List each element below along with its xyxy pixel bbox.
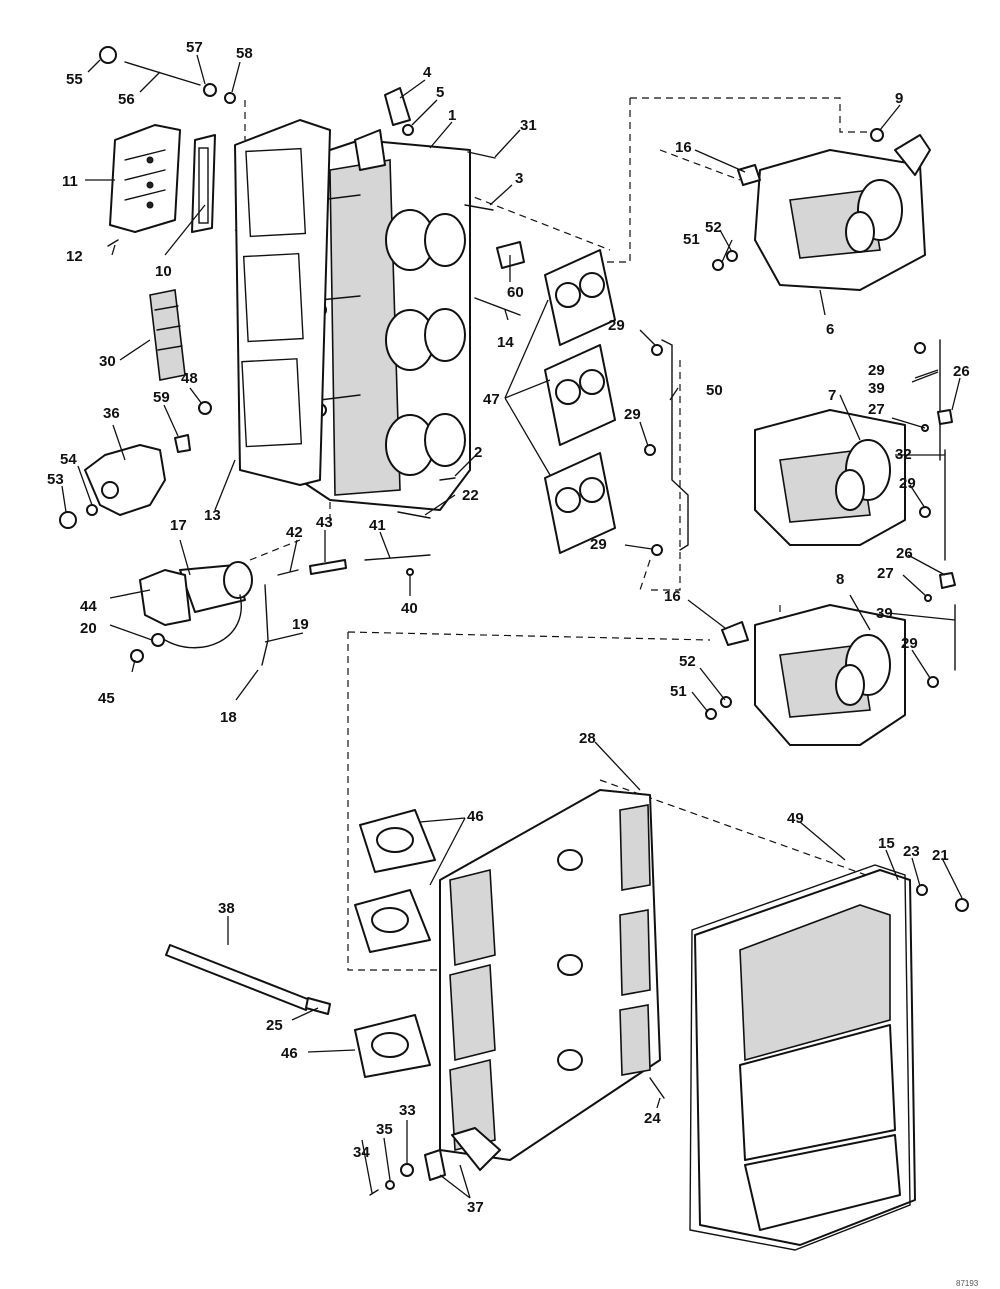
callout-17: 17 xyxy=(170,517,187,534)
callout-40: 40 xyxy=(401,600,418,617)
callout-33: 33 xyxy=(399,1102,416,1119)
callout-57: 57 xyxy=(186,39,203,56)
callout-7: 7 xyxy=(828,387,836,404)
callout-26-bottom: 26 xyxy=(896,545,913,562)
silencer-gasket xyxy=(689,864,911,1251)
silencer-base xyxy=(439,789,661,1161)
callout-58: 58 xyxy=(236,45,253,62)
callout-56: 56 xyxy=(118,91,135,108)
callout-46-top: 46 xyxy=(467,808,484,825)
callout-labels: 55 56 57 58 4 5 1 31 3 60 14 9 16 52 51 … xyxy=(47,39,979,1288)
callout-29-e: 29 xyxy=(899,475,916,492)
callout-30: 30 xyxy=(99,353,116,370)
callout-18: 18 xyxy=(220,709,237,726)
callout-20: 20 xyxy=(80,620,97,637)
callout-14: 14 xyxy=(497,334,514,351)
carburetor-bottom xyxy=(754,604,906,746)
callout-46-bottom: 46 xyxy=(281,1045,298,1062)
callout-49: 49 xyxy=(787,810,804,827)
callout-44: 44 xyxy=(80,598,97,615)
figure-number: 87193 xyxy=(956,1279,979,1288)
callout-47: 47 xyxy=(483,391,500,408)
callout-27-top: 27 xyxy=(868,401,885,418)
callout-53: 53 xyxy=(47,471,64,488)
callout-8: 8 xyxy=(836,571,844,588)
callout-51-bottom: 51 xyxy=(670,683,687,700)
silencer-gaskets xyxy=(354,809,436,1078)
choke-bracket xyxy=(84,444,166,516)
callout-3: 3 xyxy=(515,170,523,187)
callout-29-b: 29 xyxy=(624,406,641,423)
callout-28: 28 xyxy=(579,730,596,747)
callout-13: 13 xyxy=(204,507,221,524)
choke-solenoid xyxy=(139,561,269,666)
callout-48: 48 xyxy=(181,370,198,387)
callout-38: 38 xyxy=(218,900,235,917)
cover-plate xyxy=(109,124,181,233)
callout-5: 5 xyxy=(436,84,444,101)
callout-50: 50 xyxy=(706,382,723,399)
callout-23: 23 xyxy=(903,843,920,860)
callout-11: 11 xyxy=(62,173,78,190)
callout-19: 19 xyxy=(292,616,309,633)
carburetor-gaskets xyxy=(544,249,616,554)
callout-25: 25 xyxy=(266,1017,283,1034)
callout-29-a: 29 xyxy=(608,317,625,334)
callout-29-f: 29 xyxy=(901,635,918,652)
callout-35: 35 xyxy=(376,1121,393,1138)
callout-52-bottom: 52 xyxy=(679,653,696,670)
callout-21: 21 xyxy=(932,847,949,864)
carburetor-top xyxy=(754,134,931,291)
callout-37: 37 xyxy=(467,1199,484,1216)
callout-60: 60 xyxy=(507,284,524,301)
callout-43: 43 xyxy=(316,514,333,531)
callout-39-bottom: 39 xyxy=(876,605,893,622)
manifold-gasket xyxy=(234,119,331,486)
callout-55: 55 xyxy=(66,71,83,88)
link-rod xyxy=(661,339,689,551)
callout-39-top: 39 xyxy=(868,380,885,397)
spacer-block xyxy=(149,289,186,381)
callout-31: 31 xyxy=(520,117,537,134)
callout-59: 59 xyxy=(153,389,170,406)
callout-42: 42 xyxy=(286,524,303,541)
callout-54: 54 xyxy=(60,451,77,468)
callout-27-bottom: 27 xyxy=(877,565,894,582)
callout-34: 34 xyxy=(353,1144,370,1161)
callout-26-top: 26 xyxy=(953,363,970,380)
callout-24: 24 xyxy=(644,1110,661,1127)
callout-51-top: 51 xyxy=(683,231,700,248)
callout-6: 6 xyxy=(826,321,834,338)
silencer-cover xyxy=(694,869,916,1246)
callout-52-top: 52 xyxy=(705,219,722,236)
callout-32: 32 xyxy=(895,446,912,463)
callout-22: 22 xyxy=(462,487,479,504)
callout-36: 36 xyxy=(103,405,120,422)
callout-15: 15 xyxy=(878,835,895,852)
carburetor-middle xyxy=(754,409,906,546)
callout-9: 9 xyxy=(895,90,903,107)
callout-45: 45 xyxy=(98,690,115,707)
callout-4: 4 xyxy=(423,64,432,81)
callout-12: 12 xyxy=(66,248,83,265)
callout-16-bottom: 16 xyxy=(664,588,681,605)
callout-29-d: 29 xyxy=(868,362,885,379)
cover-gasket xyxy=(191,134,216,233)
callout-29-c: 29 xyxy=(590,536,607,553)
callout-41: 41 xyxy=(369,517,386,534)
callout-2: 2 xyxy=(474,444,482,461)
intake-manifold xyxy=(299,129,471,511)
callout-16-top: 16 xyxy=(675,139,692,156)
callout-10: 10 xyxy=(155,263,172,280)
callout-1: 1 xyxy=(448,107,456,124)
leader-lines xyxy=(61,54,963,1199)
